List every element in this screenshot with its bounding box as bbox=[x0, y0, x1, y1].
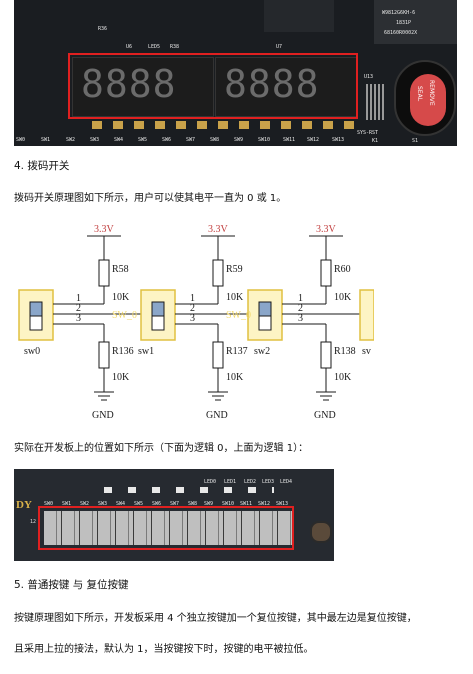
led-row bbox=[104, 487, 274, 493]
switch-label-sw1: sw1 bbox=[138, 346, 154, 357]
svg-text:1: 1 bbox=[76, 293, 81, 304]
switch-labels: SW0 SW1 SW2 SW3 SW4 SW5 SW6 SW7 SW8 SW9 … bbox=[16, 137, 345, 143]
section-4-heading: 4. 拨码开关 bbox=[14, 160, 70, 172]
switch-partial bbox=[359, 289, 374, 341]
switch-sw0 bbox=[18, 289, 54, 341]
resistor-value: 10K bbox=[112, 292, 130, 303]
svg-text:3: 3 bbox=[298, 313, 303, 324]
resistor-r59 bbox=[212, 259, 224, 287]
svg-text:SW_0: SW_0 bbox=[226, 310, 251, 321]
ic-chip bbox=[264, 0, 334, 32]
svg-text:10K: 10K bbox=[226, 292, 244, 303]
svg-text:GND: GND bbox=[206, 410, 228, 421]
board-switch-photo: DY 12 LED0 LED1 LED2 LED3 LED4 SW0 SW1 S… bbox=[14, 469, 334, 561]
svg-text:10K: 10K bbox=[226, 372, 244, 383]
resistor-array bbox=[366, 84, 386, 120]
svg-text:2: 2 bbox=[190, 303, 195, 314]
seven-seg-right: 8888 bbox=[215, 57, 357, 117]
svg-text:1: 1 bbox=[298, 293, 303, 304]
svg-text:SW_0: SW_0 bbox=[112, 310, 137, 321]
section-5-para1: 按键原理图如下所示，开发板采用 4 个独立按键加一个复位按键，其中最左边是复位按… bbox=[14, 613, 417, 624]
schematic-unit-1: 3.3V R59 10K sw1 SW_0 1 2 3 R137 10K GND bbox=[112, 224, 248, 421]
seven-seg-left: 8888 bbox=[72, 57, 214, 117]
sdram-chip: W9812G6KH-6 1831P 68160R0002X bbox=[374, 0, 457, 44]
resistor-r60 bbox=[320, 259, 332, 287]
svg-text:R138: R138 bbox=[334, 346, 356, 357]
svg-text:10K: 10K bbox=[334, 292, 352, 303]
display-highlight-box bbox=[68, 53, 358, 119]
section-4-intro: 拨码开关原理图如下所示，用户可以使其电平一直为 0 或 1。 bbox=[14, 193, 287, 204]
schematic-unit-0: 3.3V R58 10K sw0 1 2 3 R136 10K GND bbox=[18, 224, 141, 421]
resistor-label: R58 bbox=[112, 264, 129, 275]
board-switch-labels: SW0 SW1 SW2 SW3 SW4 SW5 SW6 SW7 SW8 SW9 … bbox=[44, 501, 289, 507]
schematic-unit-2: 3.3V R60 10K sw2 SW_0 1 2 3 R138 10K GND… bbox=[226, 224, 374, 421]
svg-text:2: 2 bbox=[76, 303, 81, 314]
gnd-label: GND bbox=[92, 410, 114, 421]
svg-text:R136: R136 bbox=[112, 346, 134, 357]
resistor-r138 bbox=[320, 341, 332, 369]
switch-label-sw2: sw2 bbox=[254, 346, 270, 357]
dip-switch-schematic: 3.3V R58 10K sw0 1 2 3 R136 10K GND 3.3V… bbox=[18, 224, 374, 421]
svg-text:10K: 10K bbox=[334, 372, 352, 383]
buzzer: REMOVE SEAL bbox=[394, 60, 456, 136]
svg-text:R137: R137 bbox=[226, 346, 248, 357]
switch-label-sw0: sw0 bbox=[24, 346, 40, 357]
vcc-label: 3.3V bbox=[94, 224, 115, 235]
svg-text:R60: R60 bbox=[334, 264, 351, 275]
svg-text:3.3V: 3.3V bbox=[316, 224, 337, 235]
resistor-r136 bbox=[98, 341, 110, 369]
board-logo: DY bbox=[16, 499, 32, 511]
svg-text:2: 2 bbox=[298, 303, 303, 314]
svg-text:1: 1 bbox=[190, 293, 195, 304]
svg-text:3: 3 bbox=[76, 313, 81, 324]
board-caption: 实际在开发板上的位置如下所示（下面为逻辑 0，上面为逻辑 1）： bbox=[14, 443, 309, 454]
svg-text:3: 3 bbox=[190, 313, 195, 324]
svg-text:10K: 10K bbox=[112, 372, 130, 383]
svg-text:GND: GND bbox=[314, 410, 336, 421]
reset-button bbox=[310, 521, 332, 543]
svg-text:sv: sv bbox=[362, 346, 371, 357]
dip-switch-bank bbox=[44, 511, 294, 545]
resistor-r58 bbox=[98, 259, 110, 287]
svg-text:3.3V: 3.3V bbox=[208, 224, 229, 235]
switch-row bbox=[92, 121, 362, 129]
svg-text:R59: R59 bbox=[226, 264, 243, 275]
switch-highlight-box bbox=[38, 506, 294, 550]
section-5-para2: 且采用上拉的接法，默认为 1，当按键按下时，按键的电平被拉低。 bbox=[14, 644, 314, 655]
section-5-heading: 5. 普通按键 与 复位按键 bbox=[14, 579, 129, 591]
buzzer-seal-sticker: REMOVE SEAL bbox=[410, 74, 446, 126]
resistor-r137 bbox=[212, 341, 224, 369]
top-board-photo: W9812G6KH-6 1831P 68160R0002X R36 U6 LED… bbox=[14, 0, 457, 146]
